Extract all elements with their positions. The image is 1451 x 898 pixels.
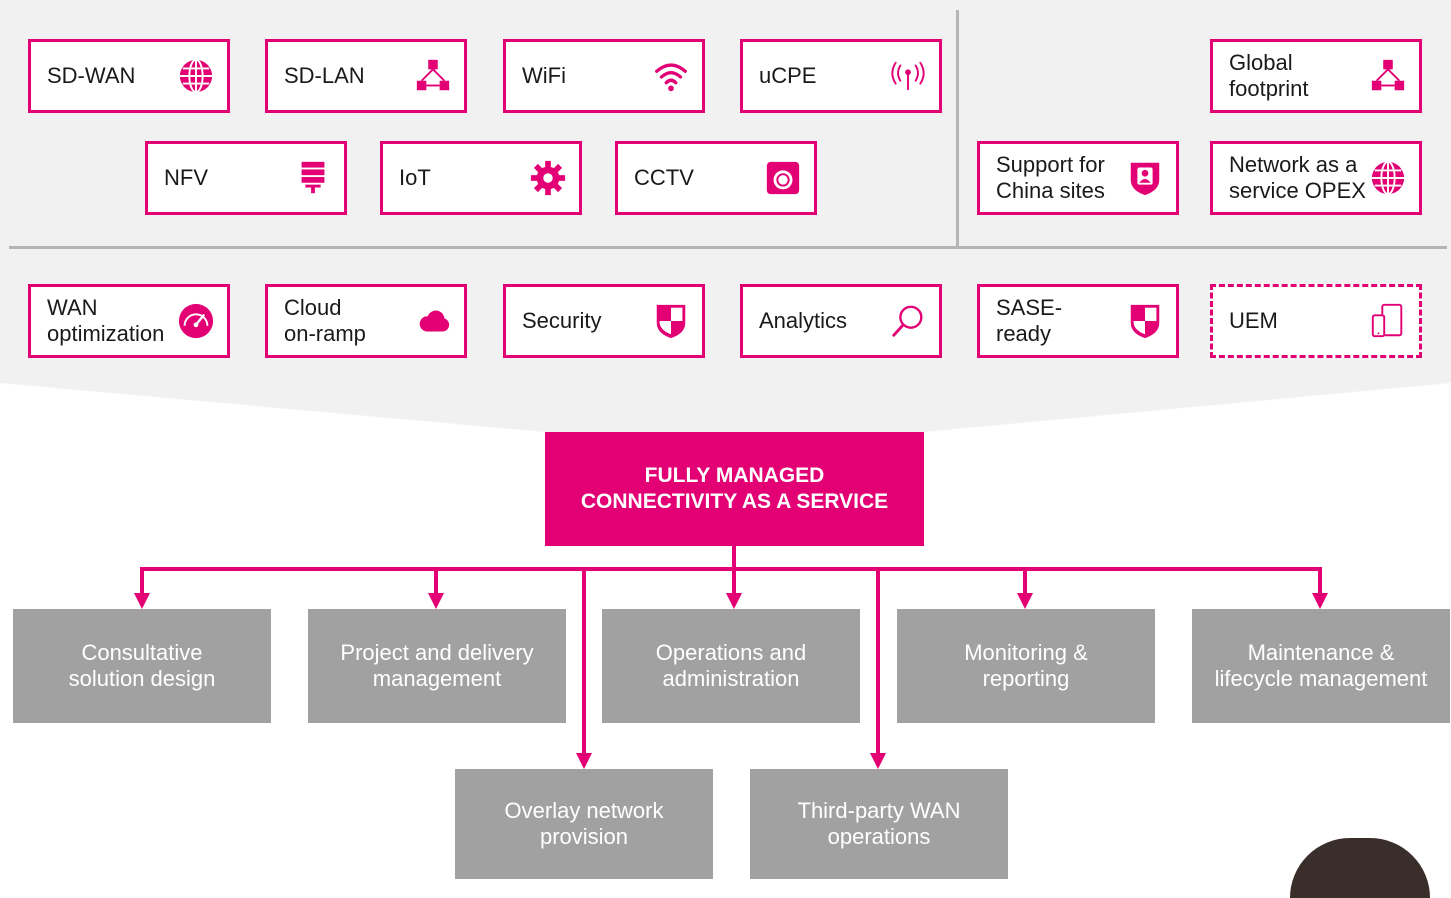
feature-label-line2: on-ramp (284, 321, 366, 346)
feature-label-line1: Security (522, 308, 602, 333)
service-line1: Consultative (81, 640, 203, 665)
service-line2: provision (539, 824, 629, 849)
feature-label-line1: Analytics (759, 308, 848, 333)
arrowhead (428, 593, 444, 609)
feature-label: IoT (399, 165, 431, 190)
service-line1: Overlay network (504, 798, 664, 823)
feature-ucpe: uCPE (740, 39, 942, 113)
feature-uem: UEM (1210, 284, 1422, 358)
camera-icon (764, 159, 802, 197)
network-nodes-icon (1369, 57, 1407, 95)
feature-label: WiFi (522, 63, 566, 88)
hub-title: FULLY MANAGED CONNECTIVITY AS A SERVICE (545, 432, 924, 546)
service-line1: Maintenance & (1247, 640, 1395, 665)
service-line2: solution design (68, 666, 216, 691)
feature-label-line1: SASE- (996, 295, 1063, 320)
feature-iot: IoT (380, 141, 582, 215)
service-line2: management (372, 666, 502, 691)
features-panel (0, 0, 1451, 432)
arrowhead (134, 593, 150, 609)
shield-icon (1126, 302, 1164, 340)
user-shield-icon (1126, 159, 1164, 197)
feature-label: CCTV (634, 165, 694, 190)
feature-sd-lan: SD-LAN (265, 39, 467, 113)
service-operations-administration: Operations and administration (602, 609, 860, 723)
arrowhead (576, 753, 592, 769)
mobile-devices-icon (1369, 302, 1407, 340)
feature-analytics: Analytics (740, 284, 942, 358)
service-line1: Third-party WAN (797, 798, 961, 823)
search-icon (889, 302, 927, 340)
feature-security: Security (503, 284, 705, 358)
service-third-party-wan: Third-party WAN operations (750, 769, 1008, 879)
cloud-icon (414, 302, 452, 340)
connector-arrows (134, 546, 1328, 769)
service-overlay-network: Overlay network provision (455, 769, 713, 879)
service-consultative-design: Consultative solution design (13, 609, 271, 723)
speedometer-icon (177, 302, 215, 340)
feature-cctv: CCTV (615, 141, 817, 215)
wifi-icon (652, 57, 690, 95)
service-project-delivery: Project and delivery management (308, 609, 566, 723)
service-line2: reporting (982, 666, 1070, 691)
feature-label: NFV (164, 165, 208, 190)
feature-sd-wan: SD-WAN (28, 39, 230, 113)
service-line1: Operations and (655, 640, 807, 665)
feature-label: SD-LAN (284, 63, 365, 88)
service-line2: administration (662, 666, 800, 691)
feature-label-line2: service OPEX (1229, 178, 1366, 203)
feature-label-line2: China sites (996, 178, 1105, 203)
panel-divider-vertical (956, 10, 959, 247)
arrowhead (1312, 593, 1328, 609)
feature-sase-ready: SASE-ready (977, 284, 1179, 358)
arrowhead (1017, 593, 1033, 609)
arrowhead (870, 753, 886, 769)
service-line1: Monitoring & (964, 640, 1088, 665)
feature-nfv: NFV (145, 141, 347, 215)
service-monitoring-reporting: Monitoring & reporting (897, 609, 1155, 723)
service-line2: operations (827, 824, 931, 849)
panel-divider-horizontal (9, 246, 1447, 249)
globe-icon (1369, 159, 1407, 197)
shield-icon (652, 302, 690, 340)
feature-label-line2: optimization (47, 321, 165, 346)
globe-icon (177, 57, 215, 95)
feature-label-line1: Network as a (1229, 152, 1358, 177)
network-nodes-icon (414, 57, 452, 95)
feature-label-line1: UEM (1229, 308, 1278, 333)
arrowhead (726, 593, 742, 609)
feature-label-line1: Support for (996, 152, 1105, 177)
feature-label: uCPE (759, 63, 817, 88)
feature-label-line2: footprint (1229, 76, 1309, 101)
feature-label-line1: Global (1229, 50, 1293, 75)
feature-label-line1: WAN (47, 295, 98, 320)
antenna-signal-icon (889, 57, 927, 95)
feature-wifi: WiFi (503, 39, 705, 113)
feature-label-line1: Cloud (284, 295, 342, 320)
server-rack-icon (294, 159, 332, 197)
service-line1: Project and delivery (340, 640, 534, 665)
service-maintenance-lifecycle: Maintenance & lifecycle management (1192, 609, 1450, 723)
feature-label-line2: ready (996, 321, 1052, 346)
service-line2: lifecycle management (1214, 666, 1428, 691)
feature-label: SD-WAN (47, 63, 136, 88)
hub-title-line1: FULLY MANAGED (644, 464, 825, 487)
gear-icon (529, 159, 567, 197)
hub-title-line2: CONNECTIVITY AS A SERVICE (580, 490, 889, 513)
